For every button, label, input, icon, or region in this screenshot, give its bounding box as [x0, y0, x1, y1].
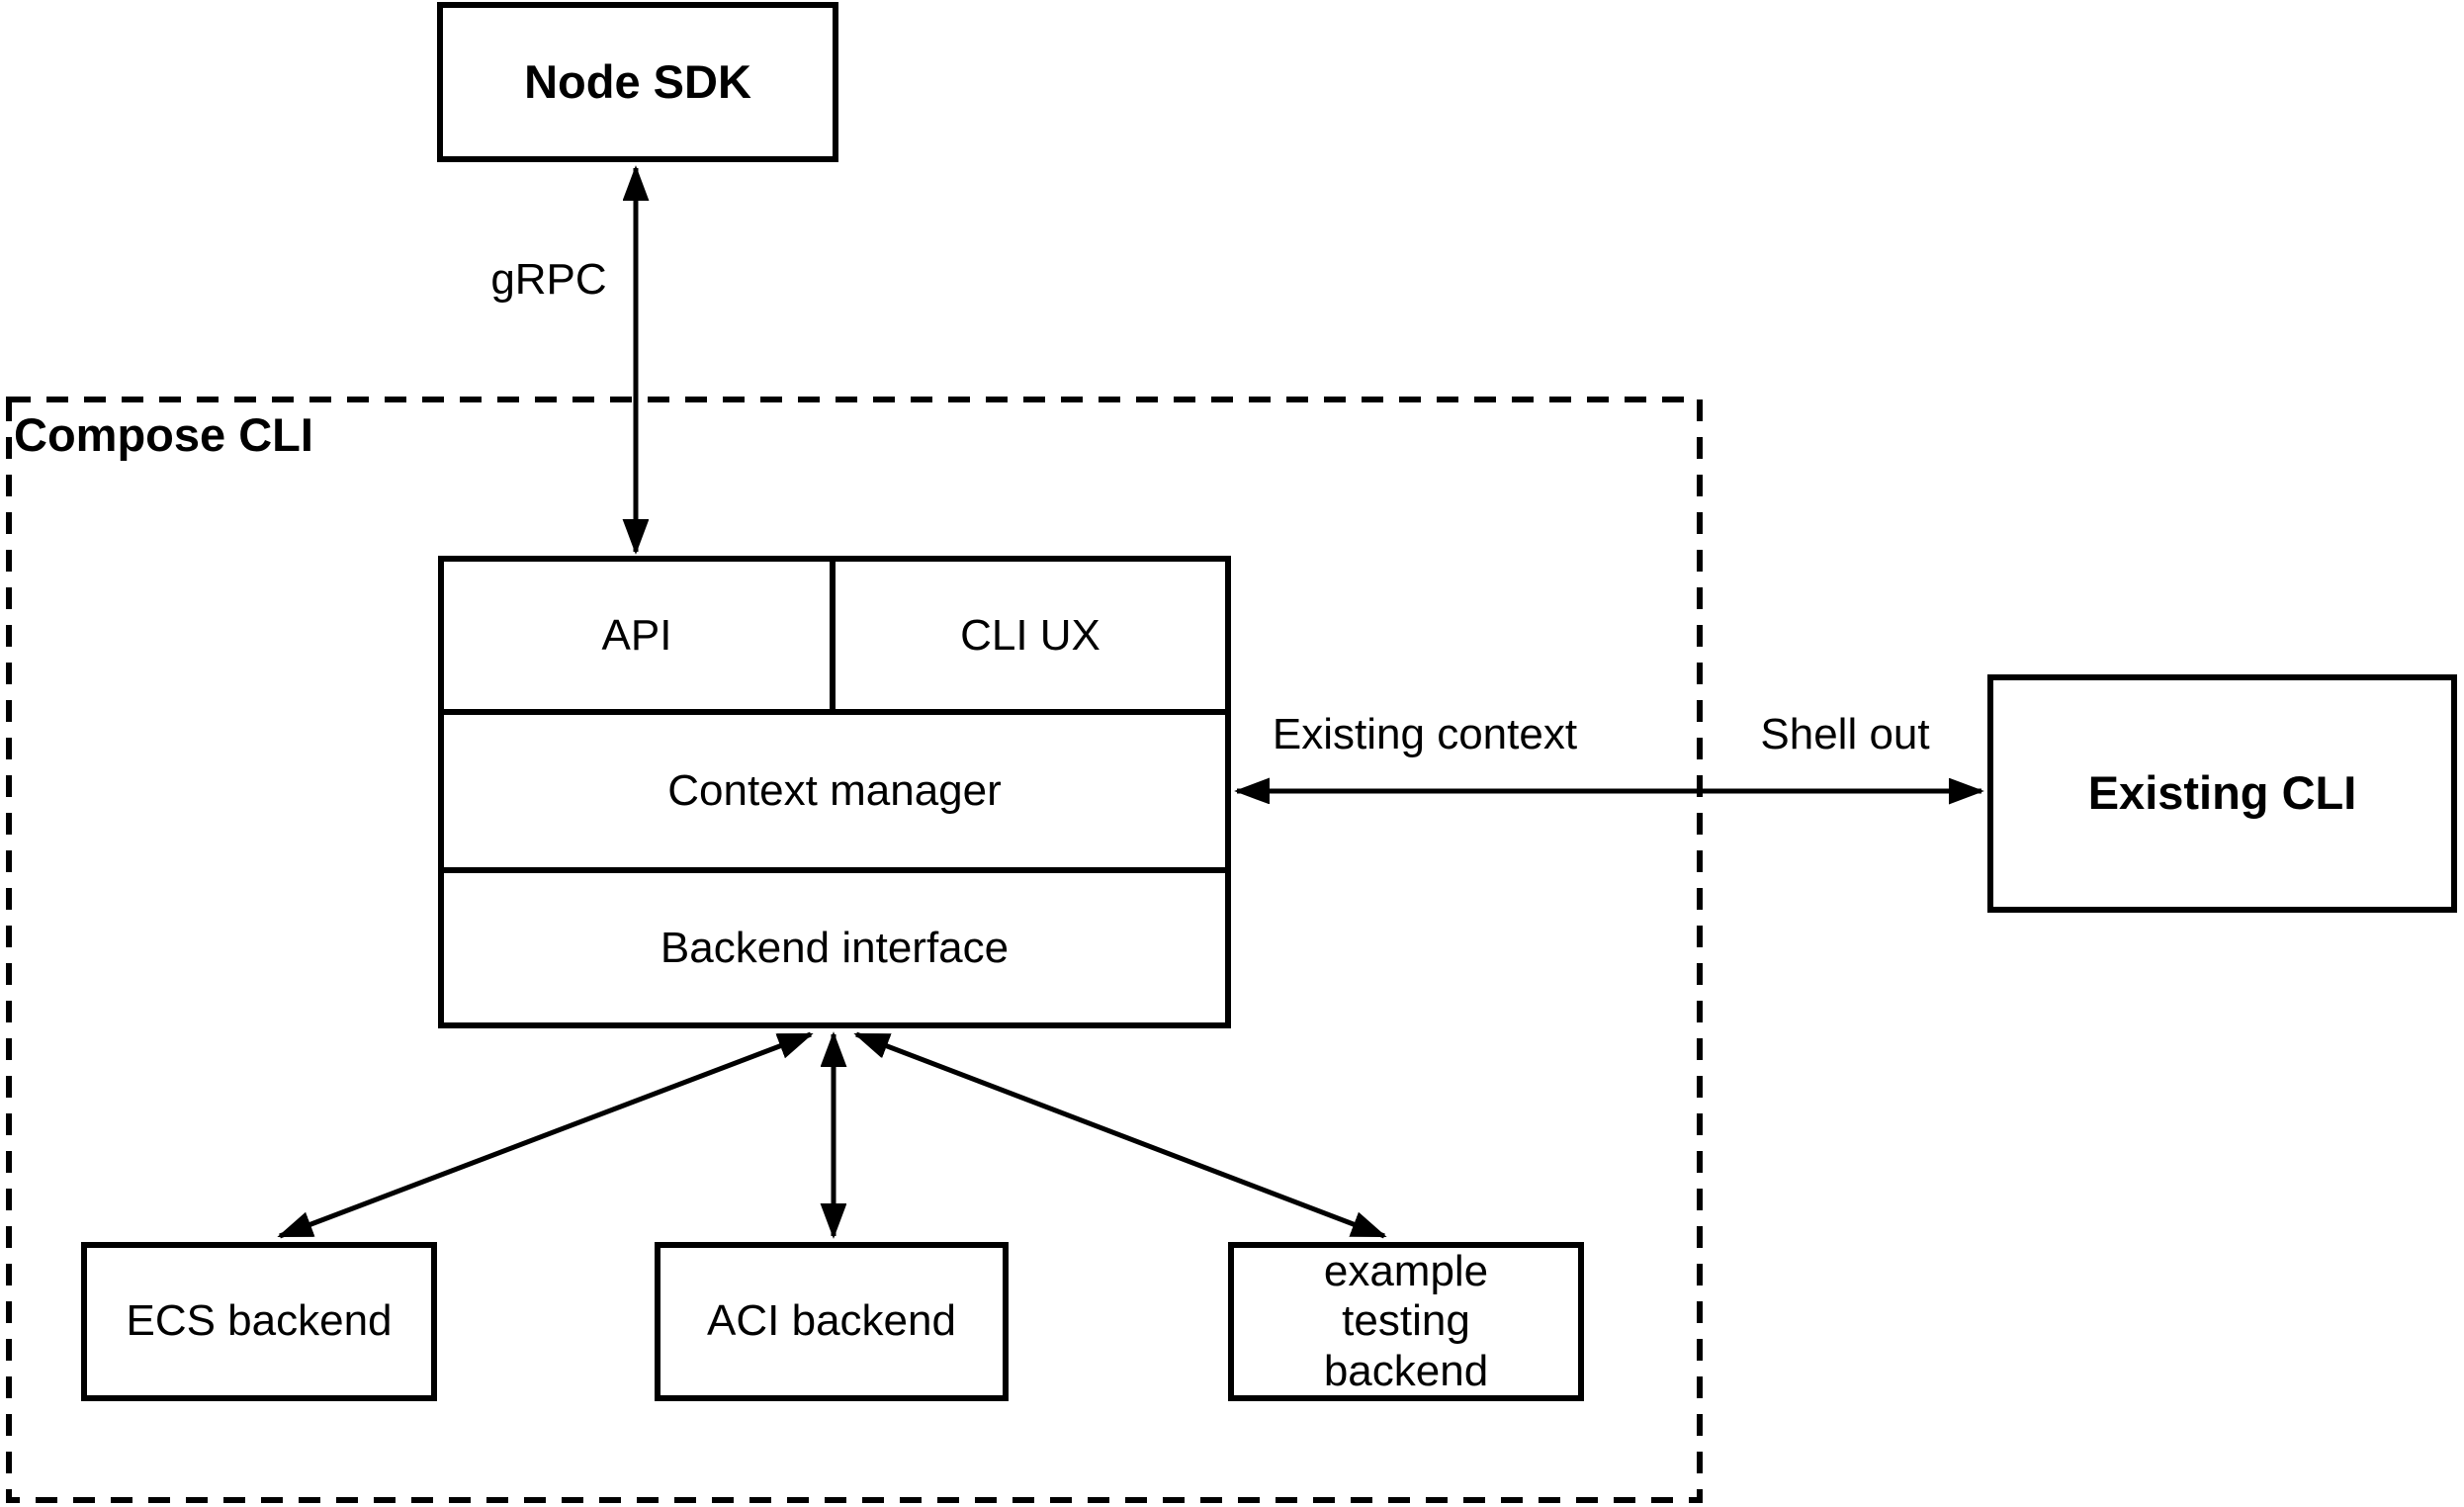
grpc-edge-label: gRPC — [490, 255, 607, 304]
context-manager-label: Context manager — [667, 766, 1002, 815]
existing-context-edge-label: Existing context — [1272, 710, 1578, 758]
stack-divider-row2 — [438, 867, 1231, 873]
shell-out-edge-label: Shell out — [1760, 710, 1930, 758]
node-sdk-box: Node SDK — [437, 2, 838, 162]
api-label: API — [601, 610, 672, 660]
stack-divider-row1 — [438, 709, 1231, 715]
context-manager-cell: Context manager — [444, 715, 1225, 867]
api-cell: API — [444, 562, 830, 709]
ecs-backend-box: ECS backend — [81, 1242, 437, 1401]
example-backend-arrow — [856, 1031, 1384, 1239]
cli-ux-label: CLI UX — [960, 610, 1100, 660]
cli-ux-cell: CLI UX — [836, 562, 1225, 709]
ecs-backend-label: ECS backend — [126, 1296, 393, 1346]
node-sdk-label: Node SDK — [524, 54, 751, 108]
compose-cli-container-label: Compose CLI — [14, 408, 313, 461]
aci-backend-box: ACI backend — [655, 1242, 1009, 1401]
example-testing-backend-box: example testing backend — [1228, 1242, 1584, 1401]
existing-cli-label: Existing CLI — [2087, 766, 2357, 820]
stack-divider-api-cliux — [830, 556, 836, 712]
backend-interface-label: Backend interface — [660, 923, 1010, 972]
example-testing-backend-label: example testing backend — [1323, 1246, 1489, 1395]
existing-cli-box: Existing CLI — [1987, 674, 2457, 913]
aci-backend-label: ACI backend — [707, 1296, 956, 1346]
backend-interface-cell: Backend interface — [444, 873, 1225, 1022]
ecs-backend-arrow — [280, 1031, 811, 1239]
